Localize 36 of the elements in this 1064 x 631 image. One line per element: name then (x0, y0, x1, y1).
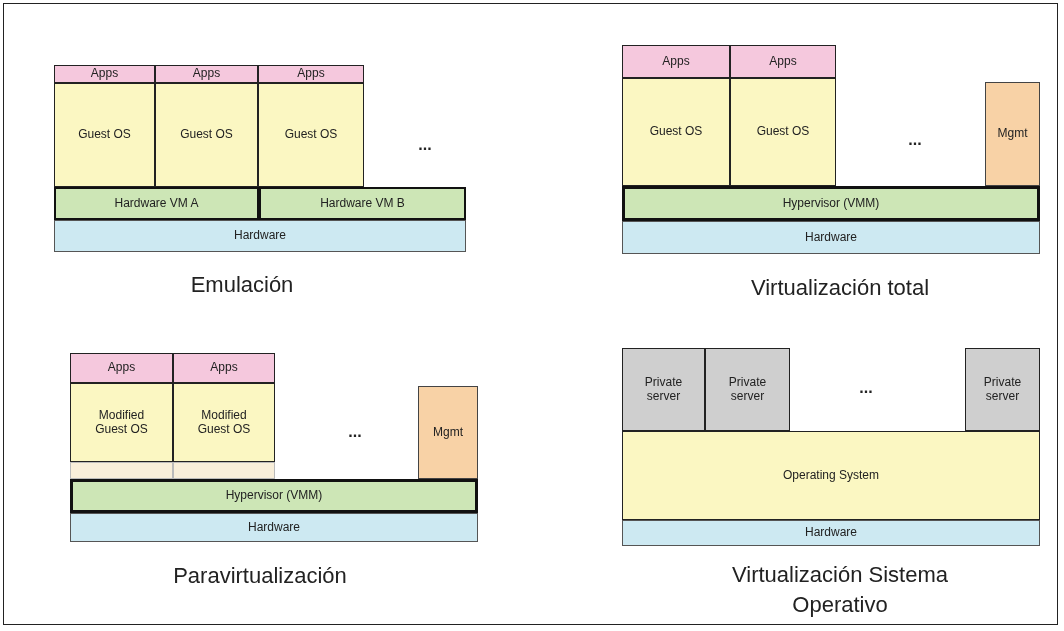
apps-layer: Apps (730, 45, 836, 78)
os-layer: Guest OS (155, 83, 258, 187)
os-layer: Guest OS (730, 78, 836, 186)
apps-layer: Apps (173, 353, 275, 383)
os-layer: Modified Guest OS (70, 383, 173, 462)
os-layer: Modified Guest OS (173, 383, 275, 462)
ellipsis: ... (348, 422, 362, 443)
os-layer: Guest OS (54, 83, 155, 187)
panel-caption: Virtualización Sistema Operativo (731, 561, 949, 619)
apps-layer: Apps (622, 45, 730, 78)
panel-caption: Paravirtualización (173, 562, 347, 591)
hardware-layer: Hardware (70, 513, 478, 542)
apps-layer: Apps (70, 353, 173, 383)
os-layer: Guest OS (258, 83, 364, 187)
private-server-box: Private server (622, 348, 705, 431)
private-server-box: Private server (965, 348, 1040, 431)
management-box: Mgmt (418, 386, 478, 479)
ellipsis: ... (418, 135, 432, 156)
ellipsis: ... (859, 378, 873, 399)
ellipsis: ... (908, 130, 922, 151)
apps-layer: Apps (54, 65, 155, 83)
apps-layer: Apps (258, 65, 364, 83)
os-layer: Operating System (622, 431, 1040, 520)
panel-caption: Virtualización total (750, 274, 930, 303)
hardware-layer: Hardware (622, 221, 1040, 254)
virtualization-layer: Hypervisor (VMM) (70, 479, 478, 513)
management-box: Mgmt (985, 82, 1040, 186)
hardware-layer: Hardware (54, 220, 466, 252)
private-server-box: Private server (705, 348, 790, 431)
virtualization-layer: Hypervisor (VMM) (622, 186, 1040, 221)
virtualization-layer: Hardware VM B (259, 187, 466, 220)
os-layer: Guest OS (622, 78, 730, 186)
virtualization-layer: Hardware VM A (54, 187, 259, 220)
panel-caption: Emulación (190, 271, 294, 300)
apps-layer: Apps (155, 65, 258, 83)
hardware-layer: Hardware (622, 520, 1040, 546)
